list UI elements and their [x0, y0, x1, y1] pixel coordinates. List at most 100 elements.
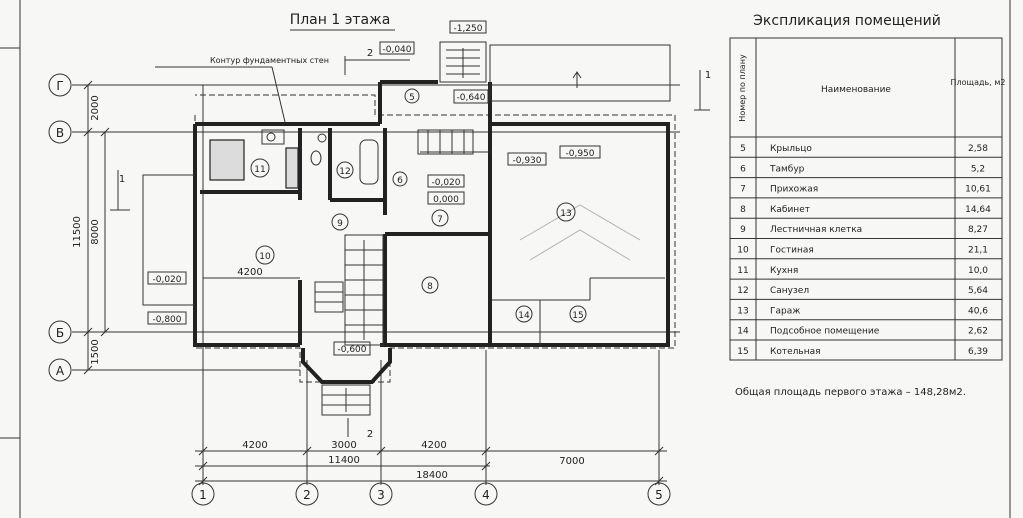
axis-bubble-4: 4 — [474, 482, 498, 506]
room-area-cell: 2,62 — [968, 327, 988, 337]
svg-text:15: 15 — [572, 311, 583, 321]
svg-text:-0,950: -0,950 — [565, 149, 594, 159]
svg-text:6: 6 — [397, 176, 403, 186]
outer-walls — [193, 80, 670, 347]
dim-left-11500: 11500 — [72, 216, 83, 248]
svg-text:2: 2 — [303, 488, 311, 502]
section-mark-1-left: 1 — [110, 170, 130, 211]
section-mark-1-right: 1 — [694, 70, 711, 111]
axis-bubble-1: 1 — [191, 482, 215, 506]
room-number-cell: 5 — [740, 144, 746, 154]
axis-bubble-5: 5 — [647, 482, 671, 506]
axis-bubble-v: В — [48, 120, 72, 144]
dim-bottom-3000: 3000 — [331, 440, 356, 451]
dim-bottom-7000: 7000 — [559, 456, 584, 467]
room-number-cell: 10 — [737, 246, 749, 256]
svg-text:А: А — [56, 364, 65, 378]
svg-text:13: 13 — [560, 209, 571, 219]
svg-text:3: 3 — [377, 488, 385, 502]
inner-walls — [200, 124, 665, 345]
room-name-cell: Крыльцо — [770, 144, 812, 154]
svg-text:-1,250: -1,250 — [453, 24, 482, 34]
dim-bottom-4200-a: 4200 — [242, 440, 267, 451]
foundation-label: Контур фундаментных стен — [210, 56, 329, 65]
svg-text:-0,930: -0,930 — [512, 156, 541, 166]
col-header-area: Площадь, м2 — [951, 78, 1006, 87]
dim-bottom-4200-b: 4200 — [421, 440, 446, 451]
table-row: 15 Котельная 6,39 — [730, 339, 1002, 357]
col-header-name: Наименование — [821, 85, 891, 95]
room-name-cell: Кухня — [770, 266, 798, 276]
bay-window-entry — [301, 348, 392, 416]
axis-bubble-g: Г — [48, 73, 72, 97]
room-name-cell: Тамбур — [769, 164, 805, 174]
room-name-cell: Котельная — [770, 347, 821, 357]
explication-table — [729, 37, 1003, 361]
room-number-cell: 6 — [740, 164, 746, 174]
room-name-cell: Гостиная — [770, 246, 814, 256]
room-number-cell: 13 — [737, 306, 748, 316]
svg-text:5: 5 — [655, 488, 663, 502]
room-number-cell: 15 — [737, 347, 748, 357]
explication-title: Экспликация помещений — [753, 13, 941, 29]
col-header-number: Номер по плану — [738, 54, 747, 122]
table-row: 8 Кабинет 14,64 — [730, 197, 1002, 215]
svg-text:9: 9 — [337, 219, 343, 229]
room-number-cell: 12 — [737, 286, 748, 296]
toilet — [310, 150, 322, 166]
room-name-cell: Подсобное помещение — [770, 327, 880, 337]
room-name-cell: Прихожая — [770, 185, 818, 195]
room-area-cell: 6,39 — [968, 347, 988, 357]
room-number-cell: 11 — [737, 266, 748, 276]
svg-text:Б: Б — [56, 326, 64, 340]
svg-text:-0,040: -0,040 — [382, 45, 411, 55]
entrance-stairs-top — [439, 41, 487, 83]
dim-inner-4200: 4200 — [237, 267, 262, 278]
kitchen-stove — [209, 139, 245, 181]
svg-text:В: В — [56, 126, 64, 140]
total-area: Общая площадь первого этажа – 148,28м2. — [735, 387, 966, 398]
svg-text:7: 7 — [437, 215, 443, 225]
svg-text:-0,600: -0,600 — [337, 345, 366, 355]
axis-bubble-a: А — [48, 358, 72, 382]
interior-staircase — [314, 129, 474, 346]
room-area-cell: 21,1 — [968, 246, 988, 256]
bathtub — [359, 139, 379, 185]
room-number-cell: 8 — [740, 205, 746, 215]
dim-left-1500: 1500 — [90, 339, 101, 364]
svg-text:1: 1 — [199, 488, 207, 502]
room-name-cell: Лестничная клетка — [770, 225, 862, 235]
room-area-cell: 8,27 — [968, 225, 988, 235]
elevation-marks: -1,250 -0,040 -0,640 -0,930 -0,950 -0,02… — [147, 20, 601, 356]
svg-text:-0,020: -0,020 — [431, 178, 460, 188]
dim-bottom-11400: 11400 — [328, 455, 360, 466]
svg-text:1: 1 — [119, 174, 125, 185]
room-area-cell: 10,61 — [965, 185, 991, 195]
left-terrace — [142, 174, 195, 306]
dim-bottom-18400: 18400 — [416, 470, 448, 481]
table-row: 9 Лестничная клетка 8,27 — [730, 217, 1002, 235]
dim-left-8000: 8000 — [90, 219, 101, 244]
svg-text:12: 12 — [339, 167, 350, 177]
room-number-cell: 9 — [740, 225, 746, 235]
room-area-cell: 5,64 — [968, 286, 988, 296]
svg-text:4: 4 — [482, 488, 490, 502]
section-mark-2-bottom: 2 — [347, 418, 373, 440]
room-area-cell: 40,6 — [968, 306, 988, 316]
washbasin — [317, 133, 327, 143]
svg-text:8: 8 — [427, 282, 433, 292]
room-labels: 5 6 7 8 9 10 11 12 13 14 15 — [250, 88, 587, 323]
room-area-cell: 10,0 — [968, 266, 988, 276]
room-name-cell: Кабинет — [770, 205, 810, 215]
dim-left-2000: 2000 — [90, 95, 101, 120]
room-area-cell: 14,64 — [965, 205, 991, 215]
svg-text:-0,020: -0,020 — [152, 275, 181, 285]
svg-text:2: 2 — [367, 429, 373, 440]
